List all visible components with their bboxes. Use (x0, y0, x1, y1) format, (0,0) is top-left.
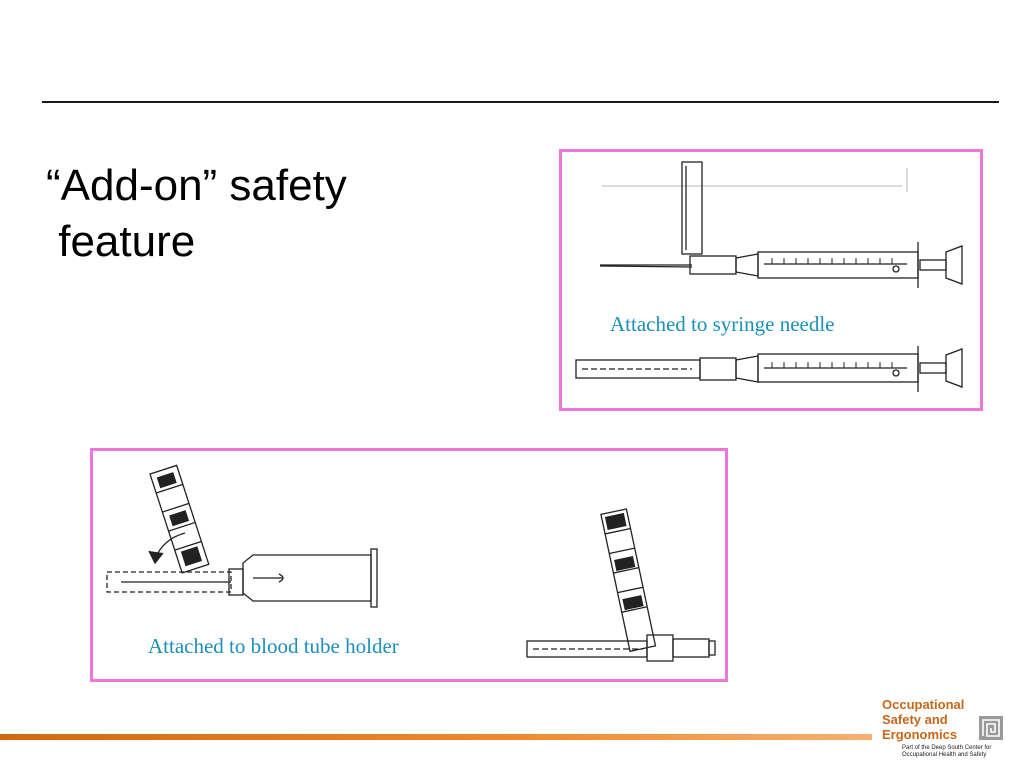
logo-sub-line-1: Part of the Deep South Center for (902, 745, 992, 751)
logo-subtitle: Part of the Deep South Center for Occupa… (902, 745, 991, 759)
syringe-caption: Attached to syringe needle (610, 312, 835, 336)
footer-accent-bar (0, 734, 872, 740)
logo-line-1: Occupational (882, 697, 965, 712)
slide-title: “Add-on” safety feature (46, 158, 466, 270)
title-divider (42, 101, 999, 103)
tube-holder-illustration (106, 464, 716, 662)
slide-title-line-2: feature (46, 217, 196, 266)
logo-line-3: Ergonomics (882, 727, 958, 742)
logo-wordmark: Occupational Safety and Ergonomics (882, 697, 964, 742)
tube-holder-caption: Attached to blood tube holder (148, 634, 399, 658)
syringe-illustration (575, 161, 963, 392)
logo-spiral-icon (979, 716, 1003, 740)
ose-logo: Occupational Safety and Ergonomics Part … (882, 697, 1017, 763)
slide-title-line-1: “Add-on” safety (46, 161, 347, 210)
tube-holder-figure-panel: Attached to blood tube holder (90, 448, 728, 682)
logo-line-2: Safety and (882, 712, 948, 727)
syringe-figure-panel: Attached to syringe needle (559, 149, 983, 411)
logo-sub-line-2: Occupational Health and Safety (902, 752, 987, 758)
